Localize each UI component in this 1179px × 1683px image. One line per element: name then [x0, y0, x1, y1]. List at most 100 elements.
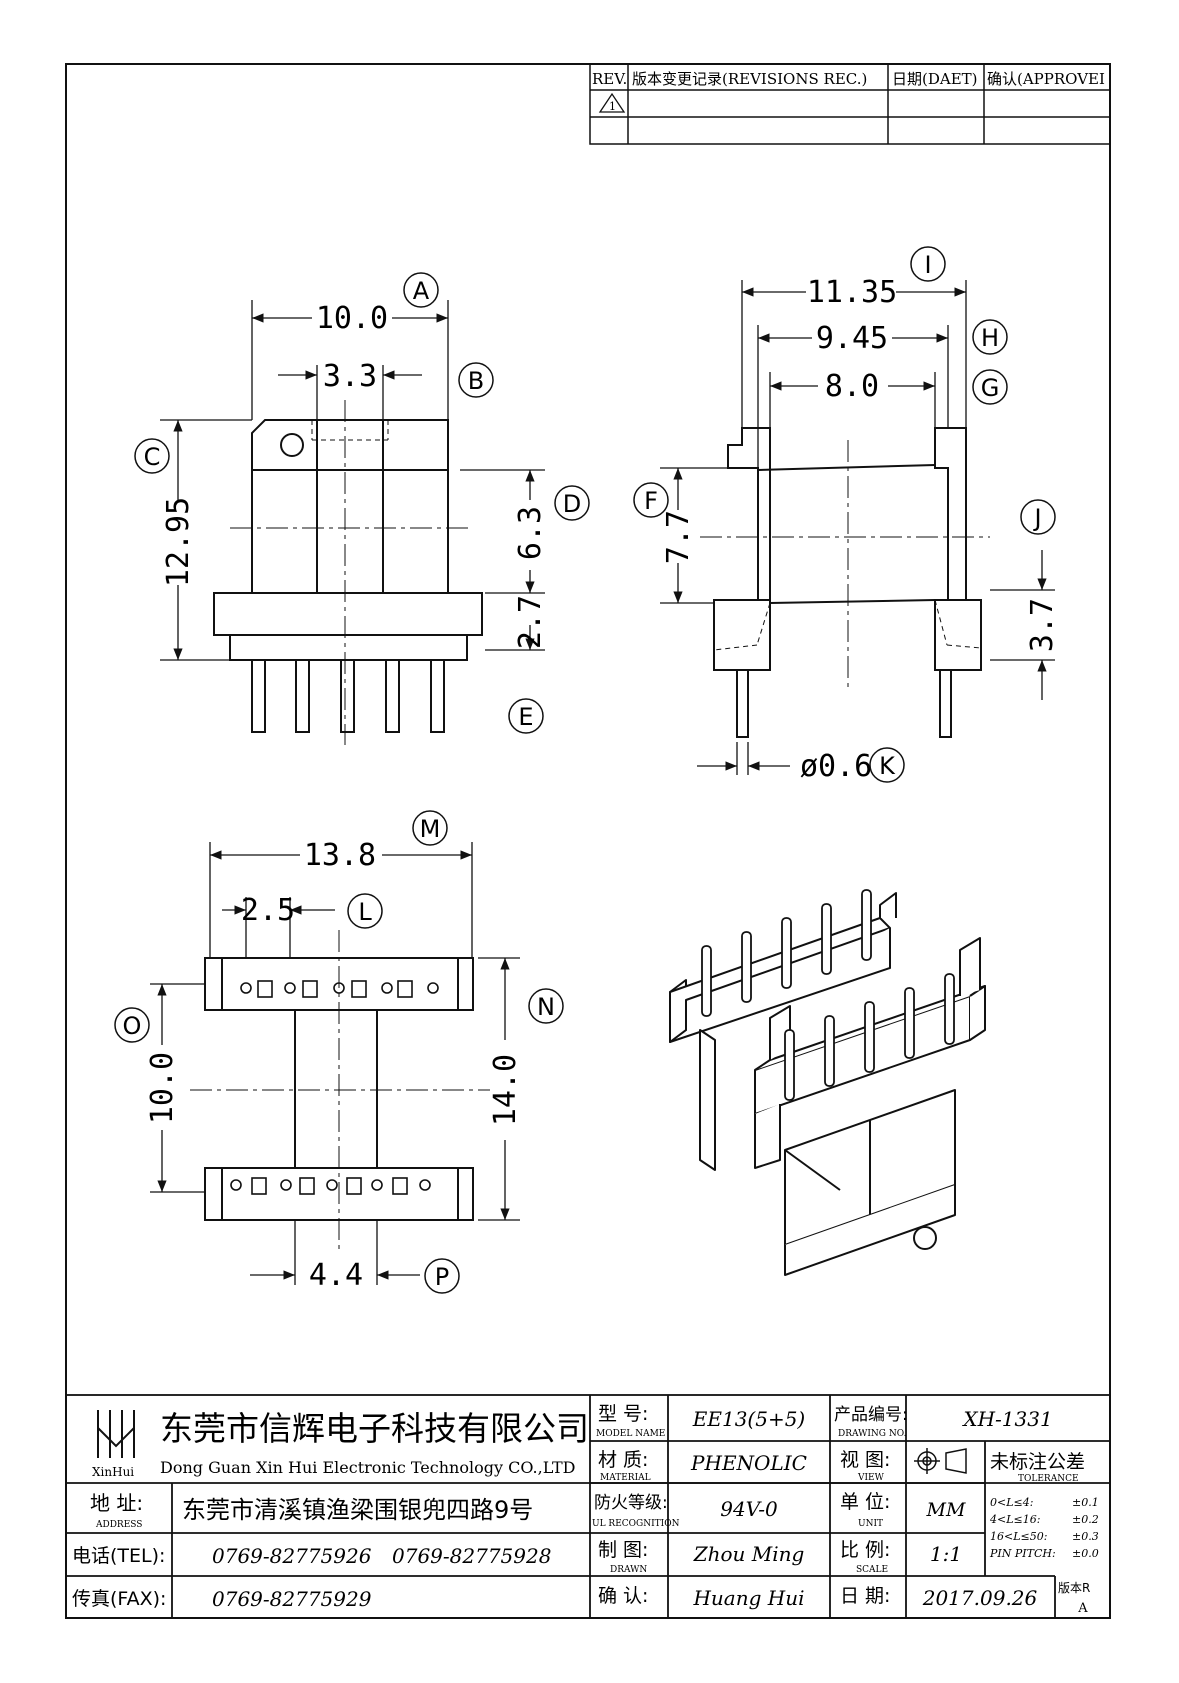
callout-g	[972, 369, 1008, 405]
dimension-c	[160, 419, 252, 661]
side-view	[713, 427, 982, 738]
callout-b-label: B	[468, 367, 484, 395]
dim-c-value: 12.95	[161, 497, 196, 587]
version-label: 版本R	[1058, 1581, 1090, 1595]
view-label: 视 图:	[840, 1449, 890, 1471]
isometric-pins	[701, 889, 955, 1101]
dimension-m	[209, 842, 473, 958]
callout-o-label: O	[123, 1012, 142, 1040]
callout-h	[972, 319, 1008, 355]
title-block-grid	[65, 1394, 1111, 1619]
callout-b	[458, 362, 494, 398]
tel-2: 0769-82775928	[392, 1544, 551, 1568]
date-value: 2017.09.26	[922, 1586, 1038, 1610]
front-view-hidden	[311, 420, 389, 441]
ul-value: 94V-0	[720, 1497, 778, 1521]
callout-a-label: A	[413, 277, 430, 305]
dim-l-value: 2.5	[241, 893, 295, 928]
callout-k	[869, 747, 905, 783]
dimension-j	[990, 550, 1055, 700]
dim-f-value: 7.7	[661, 510, 696, 564]
callout-j	[1020, 499, 1056, 535]
dimension-f	[660, 467, 758, 604]
callout-p	[424, 1258, 460, 1294]
callout-l-label: L	[358, 898, 372, 926]
dim-b-value: 3.3	[323, 359, 377, 394]
material-label-en: MATERIAL	[600, 1473, 651, 1483]
rev-symbol: 1	[609, 100, 616, 113]
scale-label: 比 例:	[840, 1539, 890, 1561]
callout-h-label: H	[981, 324, 999, 352]
company-logo	[97, 1410, 135, 1458]
dim-n-value: 14.0	[488, 1054, 523, 1126]
callout-p-label: P	[435, 1263, 449, 1291]
address-label: 地 址:	[90, 1491, 143, 1515]
dim-k-value: ø0.6	[800, 749, 872, 784]
view-label-en: VIEW	[857, 1473, 885, 1483]
drawing-no-label: 产品编号:	[834, 1405, 908, 1425]
unit-value: MM	[926, 1499, 966, 1521]
callout-g-label: G	[981, 374, 1000, 402]
dim-j-value: 3.7	[1025, 598, 1060, 652]
dimension-a	[251, 300, 449, 420]
tolerance-range: PIN PITCH:	[989, 1547, 1056, 1560]
company-name-en: Dong Guan Xin Hui Electronic Technology …	[160, 1458, 576, 1477]
callout-c-label: C	[144, 443, 161, 471]
tolerance-label: 未标注公差	[990, 1451, 1085, 1473]
callout-d-label: D	[563, 490, 581, 518]
version-value: A	[1077, 1601, 1088, 1616]
revision-table	[589, 63, 1111, 145]
tolerance-value: ±0.1	[1072, 1496, 1099, 1509]
callout-e-label: E	[518, 703, 533, 731]
callout-f	[633, 482, 669, 518]
check-label: 确 认:	[598, 1585, 648, 1607]
dimension-o	[150, 983, 205, 1193]
dimension-i	[741, 280, 967, 428]
callout-d	[554, 485, 590, 521]
front-view-centerlines	[230, 400, 470, 745]
tolerance-range: 16<L≤50:	[990, 1530, 1047, 1543]
unit-label: 单 位:	[840, 1491, 890, 1513]
unit-label-en: UNIT	[858, 1519, 883, 1529]
ul-label-en: UL RECOGNITION	[592, 1519, 680, 1529]
bottom-view-centerlines	[190, 930, 490, 1250]
sheet-border	[65, 63, 1111, 1619]
address-label-en: ADDRESS	[95, 1520, 142, 1530]
dim-p-value: 4.4	[309, 1258, 363, 1293]
model-value: EE13(5+5)	[692, 1407, 805, 1431]
dimension-h	[757, 325, 949, 468]
drawing-no-label-en: DRAWING NO.	[838, 1429, 907, 1439]
dim-h-value: 9.45	[816, 321, 888, 356]
dim-i-value: 11.35	[807, 275, 897, 310]
callout-a	[403, 272, 439, 308]
callout-n	[528, 988, 564, 1024]
date-label: 日 期:	[840, 1585, 890, 1607]
dimension-p	[250, 1220, 420, 1285]
material-label: 材 质:	[598, 1449, 648, 1471]
dim-o-value: 10.0	[145, 1052, 180, 1124]
dim-d-value: 6.3	[513, 506, 548, 560]
drawn-label: 制 图:	[598, 1539, 648, 1561]
ul-label: 防火等级:	[594, 1493, 668, 1513]
dimension-n	[478, 957, 520, 1221]
dim-e-value: 2.7	[513, 595, 548, 649]
approve-header: 确认(APPROVEI	[987, 70, 1105, 88]
tolerance-value: ±0.0	[1072, 1547, 1099, 1560]
dimension-d-e	[460, 469, 545, 651]
callout-j-label: J	[1032, 504, 1041, 532]
dimension-l	[222, 897, 335, 958]
front-view	[213, 419, 483, 733]
callout-i	[910, 246, 946, 282]
side-view-centerlines	[700, 440, 990, 690]
dimension-b	[278, 365, 422, 420]
scale-value: 1:1	[930, 1542, 962, 1566]
company-name-cn: 东莞市信辉电子科技有限公司	[160, 1409, 589, 1448]
callout-k-label: K	[879, 752, 896, 780]
dim-g-value: 8.0	[825, 369, 879, 404]
callout-e	[508, 698, 544, 734]
callout-n-label: N	[537, 993, 555, 1021]
tolerance-value: ±0.3	[1072, 1530, 1099, 1543]
drawn-value: Zhou Ming	[693, 1542, 805, 1566]
dim-m-value: 13.8	[304, 838, 376, 873]
callout-i-label: I	[924, 251, 931, 279]
